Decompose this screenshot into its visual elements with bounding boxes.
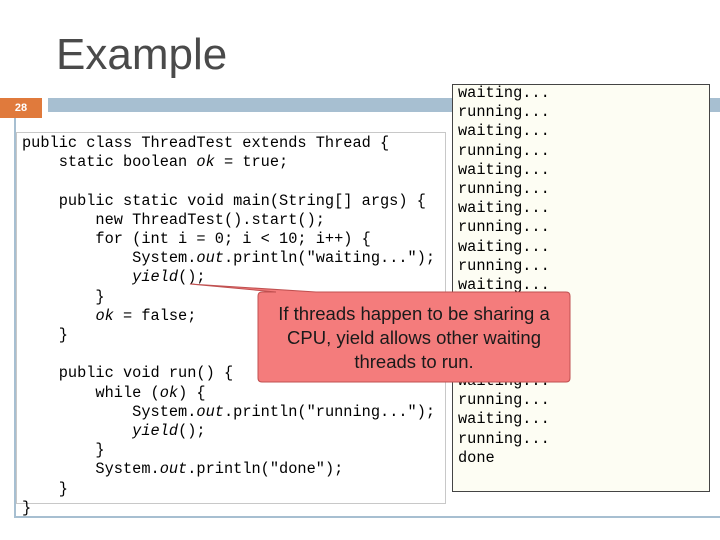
code-line: .println("done");	[187, 460, 344, 479]
code-token: yield	[132, 422, 179, 441]
callout-bubble	[189, 283, 571, 383]
code-line: }	[22, 498, 32, 517]
code-line: .println("waiting...");	[223, 249, 436, 268]
code-line: public class ThreadTest extends Thread {	[22, 134, 390, 152]
slide-title: Example	[56, 30, 228, 79]
bottom-rule	[14, 516, 720, 518]
code-token: ok	[95, 306, 114, 325]
code-line: new ThreadTest().start();	[22, 210, 325, 229]
code-line: }	[22, 326, 68, 345]
code-token: out	[196, 402, 224, 421]
code-token: yield	[132, 268, 179, 287]
code-line: }	[22, 479, 68, 498]
code-line: ();	[178, 422, 206, 441]
code-line: public static void main(String[] args) {	[22, 191, 426, 210]
code-line: .println("running...");	[223, 402, 436, 421]
code-token: ok	[159, 383, 179, 402]
code-line: for (int i = 0; i < 10; i++) {	[22, 230, 371, 249]
code-line: = false;	[113, 306, 197, 325]
code-token: out	[196, 249, 224, 268]
slide-number: 28	[0, 98, 42, 118]
callout-text: If threads happen to be sharing a CPU, y…	[278, 303, 550, 372]
output-top: waiting... running... waiting... running…	[458, 84, 550, 295]
code-line: System.	[22, 249, 197, 268]
output-listing: waiting... running... waiting... running…	[458, 84, 550, 468]
code-line: ) {	[178, 383, 206, 402]
code-line: System.	[22, 402, 197, 421]
code-line: = true;	[214, 153, 289, 172]
code-line: }	[22, 287, 105, 306]
code-line: while (	[22, 383, 160, 402]
code-listing: public class ThreadTest extends Thread {…	[22, 134, 435, 518]
code-line: ();	[178, 268, 206, 287]
code-line: System.	[22, 460, 160, 479]
code-token: out	[159, 460, 188, 479]
left-rule	[14, 118, 16, 518]
code-line: }	[22, 441, 105, 460]
code-token: ok	[196, 153, 215, 172]
output-panel	[452, 84, 710, 492]
code-line: static boolean	[22, 153, 197, 172]
code-line: public void run() {	[22, 364, 234, 383]
